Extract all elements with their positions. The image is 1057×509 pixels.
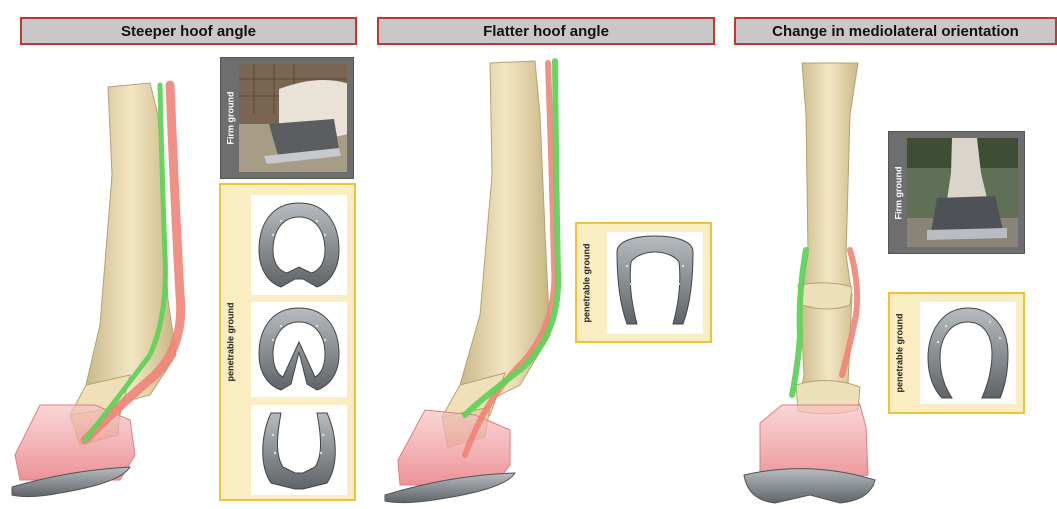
penetrable-ground-shoe-frame: penetrable ground [575, 222, 712, 343]
leg-illustration-steeper [0, 55, 215, 509]
penetrable-ground-label: penetrable ground [581, 243, 591, 322]
panel-title: Change in mediolateral orientation [734, 17, 1057, 45]
panel-title: Flatter hoof angle [377, 17, 715, 45]
panel-title: Steeper hoof angle [20, 17, 357, 45]
penetrable-ground-shoe-frame: penetrable ground [219, 183, 356, 501]
panel-mediolateral-orientation: Change in mediolateral orientation Firm … [720, 0, 1057, 509]
leg-illustration-flatter [370, 55, 580, 509]
horseshoe-closed-heel [251, 195, 347, 295]
panel-steeper-hoof-angle: Steeper hoof angle Firm ground [0, 0, 370, 509]
horseshoe-open-heel [251, 405, 347, 495]
penetrable-ground-shoe-frame: penetrable ground [888, 292, 1025, 414]
penetrable-ground-label: penetrable ground [894, 313, 904, 392]
horseshoe-frog-support [251, 302, 347, 397]
firm-ground-photo-frame: Firm ground [220, 57, 354, 179]
penetrable-ground-label: penetrable ground [225, 302, 235, 381]
horseshoe-asymmetric [920, 302, 1016, 404]
firm-ground-label: Firm ground [225, 92, 235, 145]
leg-illustration-frontal [720, 55, 890, 509]
horseshoe-wide-toe [607, 232, 703, 334]
hoof-photo [907, 138, 1018, 247]
firm-ground-photo-frame: Firm ground [888, 131, 1025, 254]
firm-ground-label: Firm ground [893, 166, 903, 219]
panel-flatter-hoof-angle: Flatter hoof angle penetrable ground [370, 0, 720, 509]
hoof-photo [239, 64, 347, 172]
